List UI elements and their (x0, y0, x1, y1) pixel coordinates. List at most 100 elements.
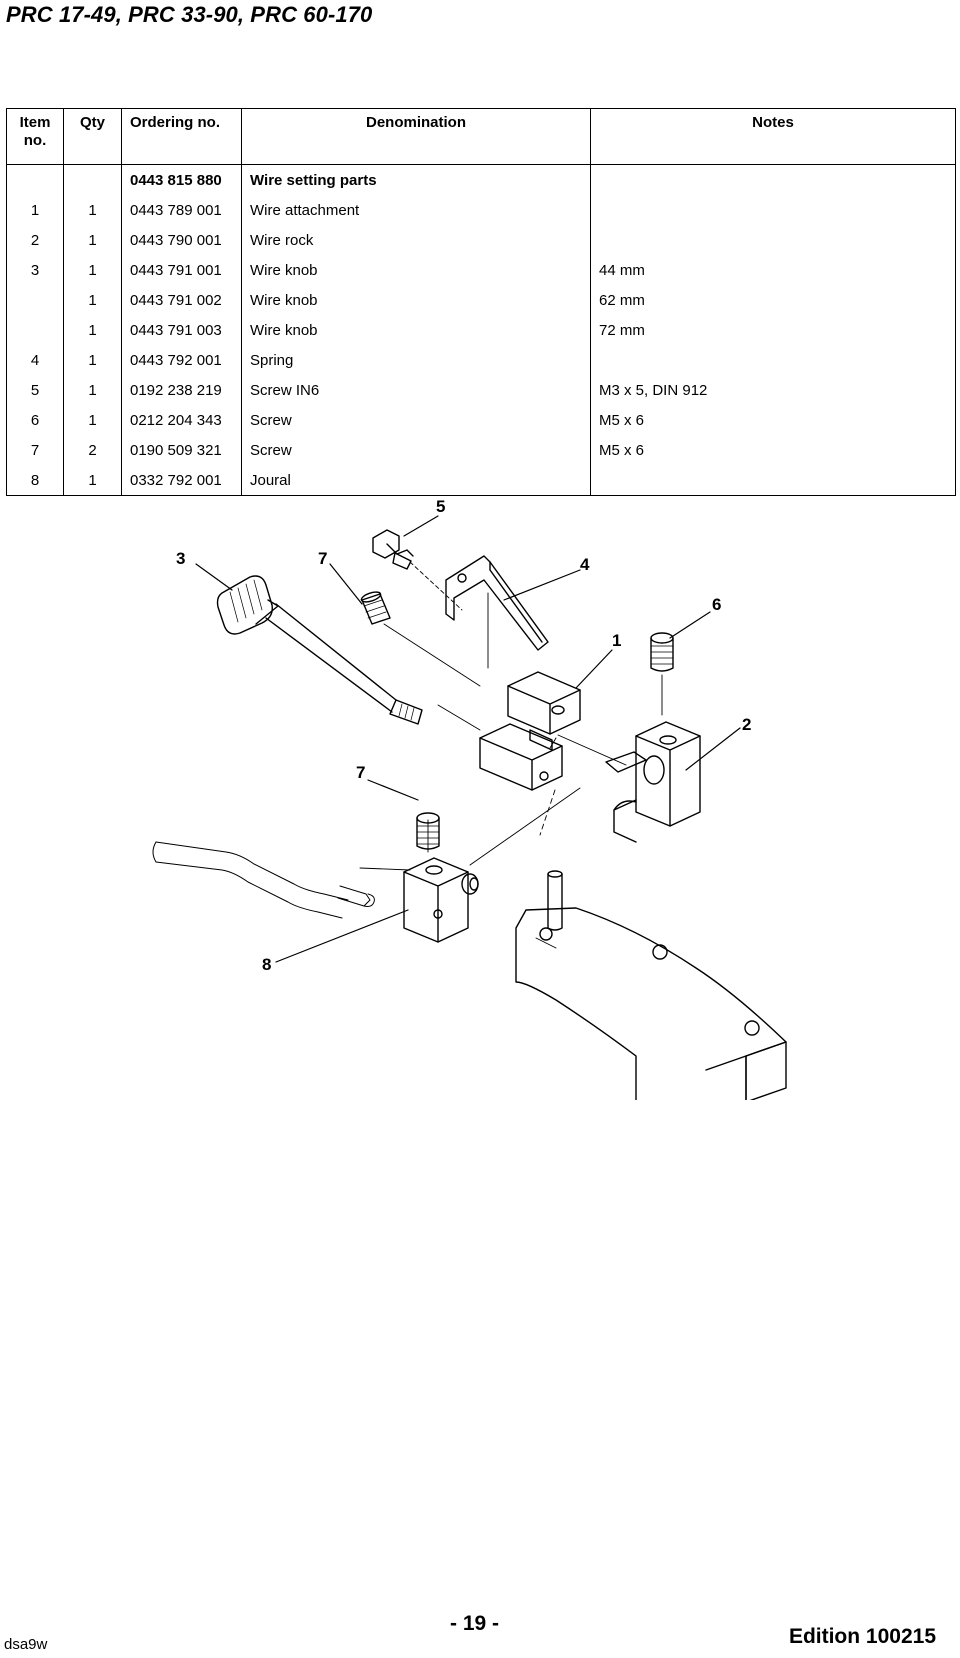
cell-ordering-no: 0443 815 880 (121, 164, 242, 195)
parts-table: Item no. Qty Ordering no. Denomination N… (6, 108, 956, 496)
cell-notes: M5 x 6 (590, 435, 956, 465)
col-header-ordering: Ordering no. (121, 108, 242, 165)
cell-denomination: Joural (241, 465, 591, 496)
cell-ordering-no: 0443 792 001 (121, 345, 242, 375)
cell-ordering-no: 0443 789 001 (121, 195, 242, 225)
table-header-row: Item no. Qty Ordering no. Denomination N… (6, 108, 956, 165)
cell-notes (590, 195, 956, 225)
cell-item (6, 285, 64, 315)
cell-item: 5 (6, 375, 64, 405)
part-5-cap-screw (372, 529, 414, 570)
cell-notes (590, 465, 956, 496)
cell-notes: M5 x 6 (590, 405, 956, 435)
footer-page-number: - 19 - (450, 1612, 500, 1635)
cell-denomination: Wire setting parts (241, 164, 591, 195)
cell-item: 4 (6, 345, 64, 375)
part-4-spring-bracket (445, 555, 549, 651)
cell-ordering-no: 0443 791 001 (121, 255, 242, 285)
exploded-parts-diagram: 5 3 7 4 6 1 2 7 8 (152, 500, 787, 1100)
cell-ordering-no: 0190 509 321 (121, 435, 242, 465)
cell-denomination: Screw IN6 (241, 375, 591, 405)
cell-notes: 62 mm (590, 285, 956, 315)
cell-qty: 1 (63, 465, 122, 496)
cell-qty: 1 (63, 405, 122, 435)
document-title: PRC 17-49, PRC 33-90, PRC 60-170 (6, 2, 373, 27)
cell-qty: 1 (63, 375, 122, 405)
cell-item: 3 (6, 255, 64, 285)
cell-item (6, 315, 64, 345)
assembly-lines (359, 561, 663, 871)
callout-2: 2 (742, 715, 751, 734)
callout-7-lower: 7 (356, 763, 365, 782)
col-header-qty: Qty (63, 108, 122, 165)
cell-item: 2 (6, 225, 64, 255)
cell-qty: 1 (63, 285, 122, 315)
cell-denomination: Wire knob (241, 285, 591, 315)
footer-document-code: dsa9w (4, 1636, 48, 1653)
wire-cable (152, 841, 375, 919)
part-8-joural (403, 857, 479, 943)
cell-ordering-no: 0192 238 219 (121, 375, 242, 405)
part-6-screw (650, 632, 674, 672)
base-plate (515, 907, 787, 1100)
cell-denomination: Wire rock (241, 225, 591, 255)
col-header-item: Item no. (6, 108, 64, 165)
cell-qty: 1 (63, 225, 122, 255)
col-header-notes: Notes (590, 108, 956, 165)
cell-denomination: Wire knob (241, 255, 591, 285)
callout-4: 4 (580, 555, 590, 574)
cell-item: 6 (6, 405, 64, 435)
cell-qty: 1 (63, 345, 122, 375)
callout-numbers: 5 3 7 4 6 1 2 7 8 (176, 500, 751, 974)
cell-qty (63, 164, 122, 195)
locating-pin (547, 870, 563, 931)
cell-denomination: Wire attachment (241, 195, 591, 225)
cell-notes (590, 225, 956, 255)
part-7-set-screw-upper (360, 591, 391, 625)
callout-leader-lines (195, 515, 741, 963)
cell-item: 1 (6, 195, 64, 225)
part-7-set-screw-lower (416, 812, 440, 850)
cell-qty: 2 (63, 435, 122, 465)
cell-denomination: Screw (241, 435, 591, 465)
cell-qty: 1 (63, 315, 122, 345)
cell-notes: M3 x 5, DIN 912 (590, 375, 956, 405)
cell-denomination: Spring (241, 345, 591, 375)
part-2-wire-rock (605, 721, 701, 843)
col-header-denomination: Denomination (241, 108, 591, 165)
part-3-wire-knob (216, 575, 423, 725)
cell-notes (590, 345, 956, 375)
callout-1: 1 (612, 631, 621, 650)
callout-5: 5 (436, 500, 445, 516)
cell-item (6, 164, 64, 195)
cell-ordering-no: 0443 791 003 (121, 315, 242, 345)
part-1-wire-attachment (479, 671, 581, 791)
cell-item: 8 (6, 465, 64, 496)
col-header-item-label: Item no. (19, 114, 51, 149)
cell-ordering-no: 0212 204 343 (121, 405, 242, 435)
cell-item: 7 (6, 435, 64, 465)
callout-6: 6 (712, 595, 721, 614)
cell-notes: 72 mm (590, 315, 956, 345)
cell-denomination: Screw (241, 405, 591, 435)
callout-7-upper: 7 (318, 549, 327, 568)
cell-notes: 44 mm (590, 255, 956, 285)
callout-8: 8 (262, 955, 271, 974)
footer-edition: Edition 100215 (788, 1625, 936, 1648)
cell-denomination: Wire knob (241, 315, 591, 345)
cell-qty: 1 (63, 255, 122, 285)
callout-3: 3 (176, 549, 185, 568)
cell-notes (590, 164, 956, 195)
cell-qty: 1 (63, 195, 122, 225)
cell-ordering-no: 0443 791 002 (121, 285, 242, 315)
cell-ordering-no: 0332 792 001 (121, 465, 242, 496)
